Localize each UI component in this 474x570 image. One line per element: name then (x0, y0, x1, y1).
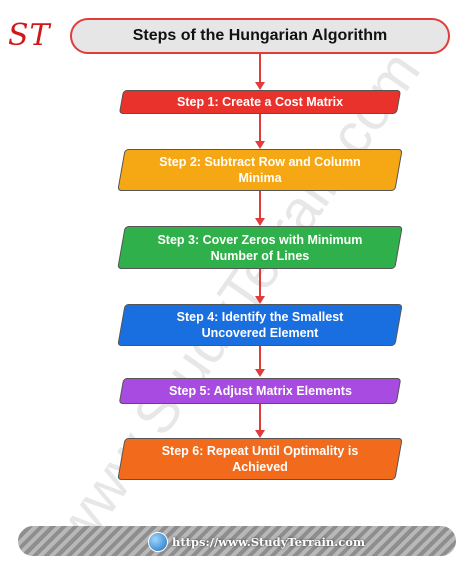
step-5-label: Step 5: Adjust Matrix Elements (168, 384, 352, 398)
arrow-icon (255, 369, 265, 377)
step-1-box: Step 1: Create a Cost Matrix (118, 90, 402, 114)
step-4-box: Step 4: Identify the Smallest Uncovered … (117, 304, 403, 346)
connector-line (259, 268, 261, 296)
step-6-label: Step 6: Repeat Until Optimality is Achie… (161, 444, 359, 474)
connector-line (259, 190, 261, 218)
step-3-label: Step 3: Cover Zeros with Minimum Number … (157, 232, 363, 263)
step-2-label: Step 2: Subtract Row and Column Minima (159, 155, 361, 185)
footer-banner (18, 526, 456, 556)
arrow-icon (255, 141, 265, 149)
arrow-icon (255, 296, 265, 304)
globe-icon (148, 532, 168, 552)
step-5-box: Step 5: Adjust Matrix Elements (118, 378, 402, 404)
connector-line (259, 54, 261, 82)
diagram-title: Steps of the Hungarian Algorithm (70, 18, 450, 54)
step-4-label: Step 4: Identify the Smallest Uncovered … (176, 310, 344, 340)
step-6-box: Step 6: Repeat Until Optimality is Achie… (117, 438, 403, 480)
footer-content: https://www.StudyTerrain.com (148, 531, 365, 553)
arrow-icon (255, 82, 265, 90)
arrow-icon (255, 430, 265, 438)
connector-line (259, 345, 261, 369)
step-3-box: Step 3: Cover Zeros with Minimum Number … (117, 226, 403, 269)
connector-line (259, 113, 261, 141)
step-1-label: Step 1: Create a Cost Matrix (176, 95, 344, 109)
watermark: www.StudyTerrain.com (41, 39, 433, 561)
diagram-title-text: Steps of the Hungarian Algorithm (132, 27, 388, 44)
logo: ST (8, 18, 51, 53)
footer-url[interactable]: https://www.StudyTerrain.com (172, 535, 366, 549)
arrow-icon (255, 218, 265, 226)
connector-line (259, 403, 261, 430)
step-2-box: Step 2: Subtract Row and Column Minima (117, 149, 403, 191)
